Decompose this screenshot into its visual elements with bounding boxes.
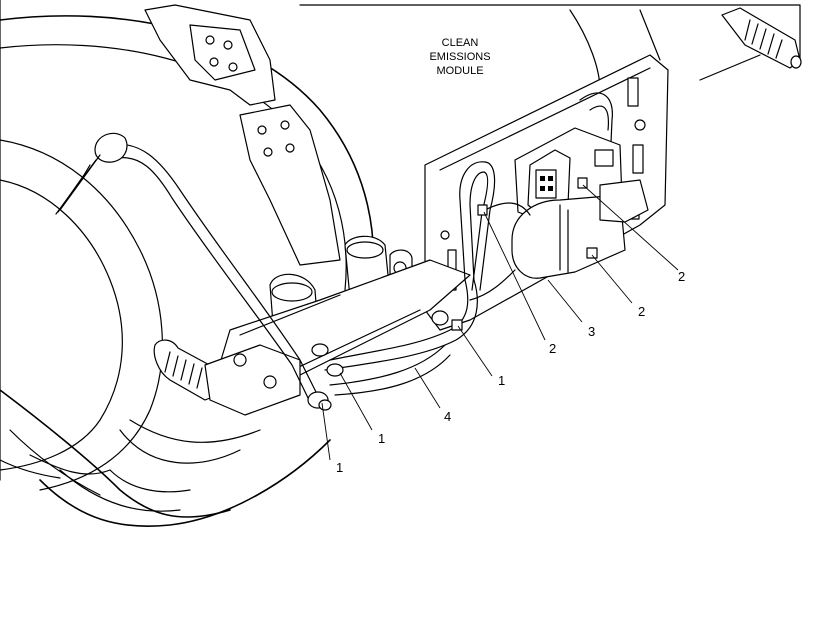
exhaust-fitting-left xyxy=(153,339,301,416)
callout-1-middle: 1 xyxy=(378,431,385,446)
hose-fitting xyxy=(721,7,802,69)
title-line-3: MODULE xyxy=(436,65,483,77)
callout-1-right: 1 xyxy=(498,373,505,388)
callout-2-lower: 2 xyxy=(549,341,556,356)
title-line-2: EMISSIONS xyxy=(429,51,490,63)
callout-4: 4 xyxy=(444,409,451,424)
callout-1-lower-left: 1 xyxy=(336,460,343,475)
sensor-module-lower xyxy=(511,179,649,279)
clamps xyxy=(307,204,488,411)
leader-lines xyxy=(321,184,679,461)
callout-2-middle: 2 xyxy=(638,304,645,319)
callout-3: 3 xyxy=(588,324,595,339)
callout-2-upper: 2 xyxy=(678,269,685,284)
sensor-tubes xyxy=(55,132,531,403)
title-line-1: CLEAN xyxy=(442,37,479,49)
round-housing xyxy=(0,0,375,527)
upper-mounting-bracket xyxy=(144,4,341,266)
